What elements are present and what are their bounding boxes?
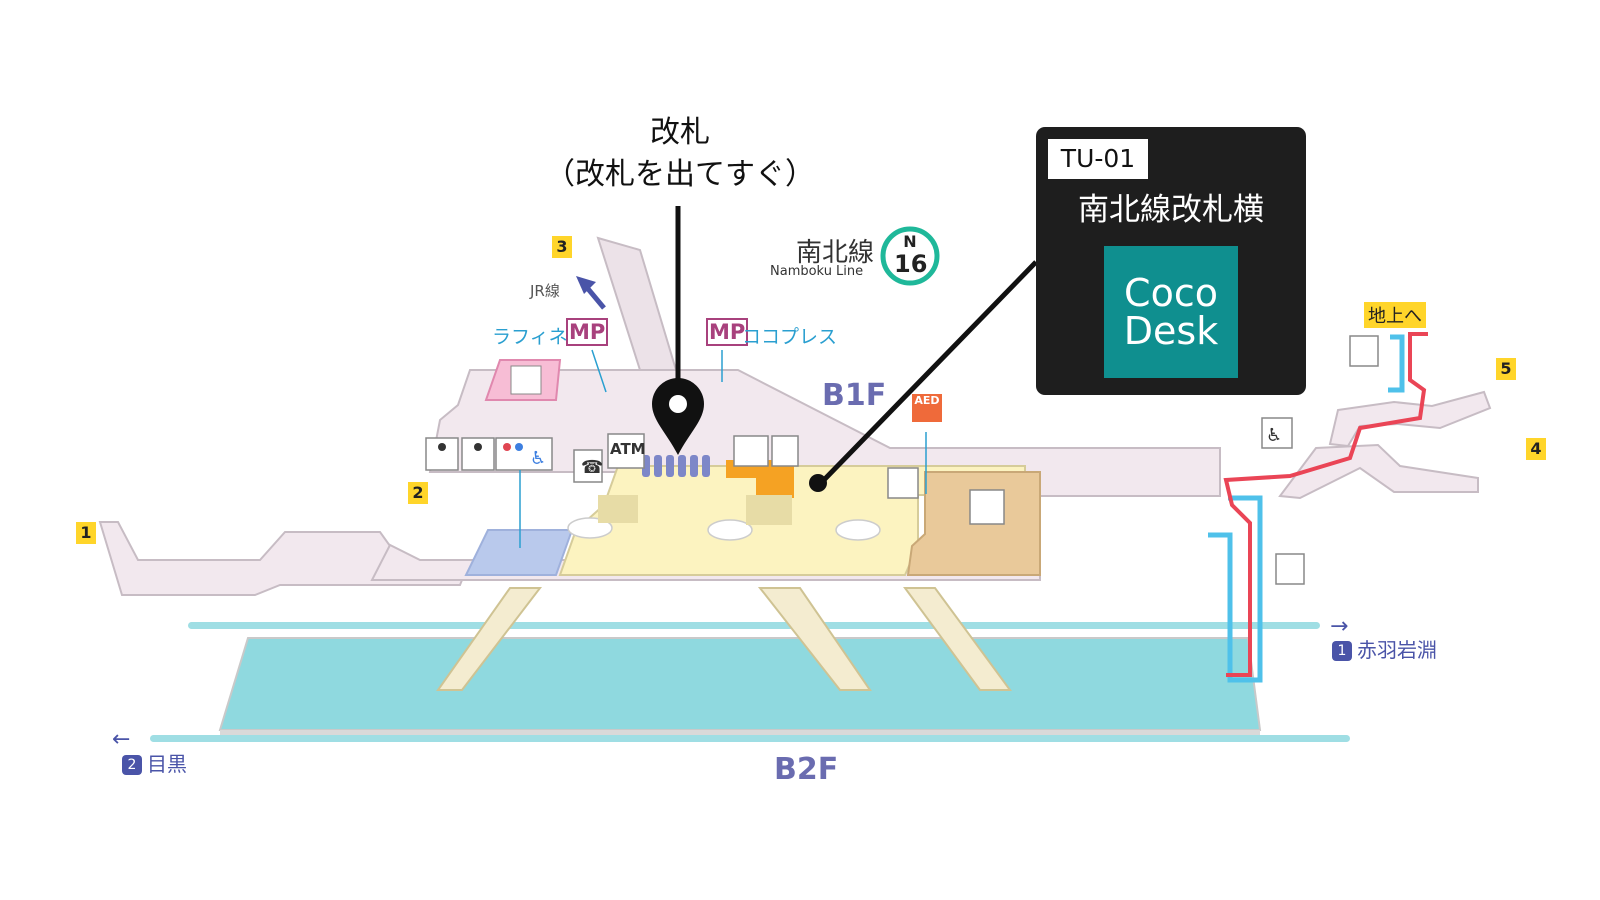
- coin-locker-icon: [887, 467, 919, 499]
- jr-arrow-head: [576, 276, 596, 294]
- restroom-female-icon: [503, 443, 511, 451]
- shop-icon: [969, 489, 1005, 525]
- baby-room-icon-figure: [474, 443, 482, 451]
- location-pin-hole: [669, 395, 687, 413]
- mens-restroom-icon: [425, 437, 459, 471]
- mp-badge: MP: [706, 318, 749, 346]
- station-number: 16: [894, 250, 928, 278]
- wheelchair-ramp-glyph: ♿: [1266, 425, 1282, 446]
- wheelchair-icon: ♿: [530, 448, 546, 469]
- elevator-icon: [1275, 553, 1305, 585]
- void-opening: [835, 519, 881, 541]
- exit-5-badge: 5: [1496, 358, 1516, 380]
- stair-steps: [746, 495, 792, 525]
- atm-icon: [607, 433, 645, 469]
- stair-steps: [598, 495, 638, 523]
- location-code: TU-01: [1048, 139, 1148, 179]
- phone-icon-glyph: ☎: [581, 457, 603, 478]
- location-pin-icon: [652, 378, 704, 455]
- gate-label: 改札 （改札を出てすぐ）: [520, 112, 840, 196]
- restroom-area: [464, 529, 574, 576]
- line-name-en: Namboku Line: [770, 264, 864, 279]
- coco-desk-logo-line2: Desk: [1123, 309, 1219, 353]
- accessible-route-red: [1223, 332, 1428, 677]
- elevator-route-cyan: [1388, 334, 1405, 393]
- baby-room-icon: [461, 437, 495, 471]
- elevator-icon: [1349, 335, 1379, 367]
- arrow-left-icon: ←: [112, 727, 130, 752]
- restroom-icon: [495, 437, 553, 471]
- arrow-right-icon: →: [1330, 614, 1348, 639]
- direction-left-number: 2: [122, 755, 142, 775]
- coco-desk-logo: Coco Desk: [1104, 246, 1238, 378]
- restroom-male-icon: [515, 443, 523, 451]
- aed-icon: AED: [912, 394, 942, 422]
- exit-3-badge: 3: [552, 236, 572, 258]
- rafine-label: ラフィネ: [492, 326, 568, 348]
- commuter-pass-icon: [771, 435, 799, 467]
- direction-right-number: 1: [1332, 641, 1352, 661]
- coco-desk-logo-line1: Coco: [1124, 271, 1218, 315]
- exit-2-badge: 2: [408, 482, 428, 504]
- info-counter-icon: [510, 365, 542, 395]
- phone-icon: [573, 449, 603, 483]
- namboku-line-symbol: [880, 226, 940, 286]
- line-name: 南北線: [796, 238, 875, 268]
- ticket-office-icon: [733, 435, 769, 467]
- wheelchair-ramp-icon: [1261, 417, 1293, 449]
- floor-b2f-label: B2F: [774, 752, 839, 787]
- platform-b2f: [218, 637, 1262, 731]
- line-letter: N: [903, 232, 917, 251]
- platform-edge: [220, 730, 1260, 737]
- to-ground-label: 地上へ: [1364, 302, 1426, 328]
- gate-subtitle: （改札を出てすぐ）: [545, 157, 815, 192]
- exit-4-badge: 4: [1526, 438, 1546, 460]
- escalator: [436, 587, 543, 691]
- track-lower: [150, 735, 1350, 742]
- jr-line-label: JR線: [530, 282, 560, 300]
- mens-restroom-icon-figure: [438, 443, 446, 451]
- cocoplace-label: ココプレス: [742, 326, 838, 348]
- track-upper: [188, 622, 1320, 629]
- escalator: [757, 587, 872, 691]
- gate-title: 改札: [650, 115, 710, 150]
- floor-b1f-label: B1F: [822, 378, 887, 413]
- ticket-gates-icon: [642, 455, 710, 477]
- coco-desk-location-dot: [809, 474, 827, 492]
- atm-label: ATM: [610, 440, 646, 458]
- direction-right-destination: 赤羽岩淵: [1357, 638, 1437, 662]
- exit-3-stair: [596, 236, 678, 371]
- void-opening: [707, 519, 753, 541]
- mp-pointer-line: [591, 349, 607, 393]
- exit-1-badge: 1: [76, 522, 96, 544]
- info-pointer-line: [818, 260, 1038, 486]
- coco-desk-info-box: TU-01 南北線改札横 Coco Desk: [1036, 127, 1306, 395]
- exit-4-passage: [1278, 443, 1479, 500]
- escalator: [903, 587, 1012, 691]
- location-name: 南北線改札横: [1078, 192, 1264, 228]
- elevator-route-cyan: [1208, 495, 1263, 683]
- office-area: [726, 460, 794, 498]
- mp-badge: MP: [566, 318, 609, 346]
- direction-left-destination: 目黒: [147, 752, 187, 776]
